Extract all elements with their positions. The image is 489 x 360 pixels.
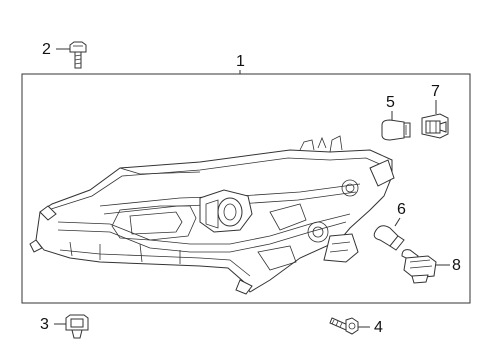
bulb-6-icon: [373, 225, 405, 251]
screw-2-icon: [69, 41, 87, 69]
socket-8-icon: [401, 249, 437, 284]
callout-1: 1: [236, 53, 245, 70]
callout-7: 7: [431, 83, 440, 100]
headlamp-assembly: [29, 135, 395, 295]
callout-2: 2: [42, 41, 51, 58]
callout-4: 4: [374, 319, 383, 336]
callout-6: 6: [397, 201, 406, 218]
clip-nut-3-icon: [65, 314, 89, 339]
callout-3: 3: [40, 316, 49, 333]
socket-7-icon: [421, 113, 449, 139]
assembly-frame: [21, 73, 471, 304]
callout-5: 5: [386, 94, 395, 111]
bulb-5-icon: [381, 119, 411, 141]
bolt-4-icon: [329, 317, 359, 335]
callout-8: 8: [452, 257, 461, 274]
leader-6: [394, 217, 401, 227]
